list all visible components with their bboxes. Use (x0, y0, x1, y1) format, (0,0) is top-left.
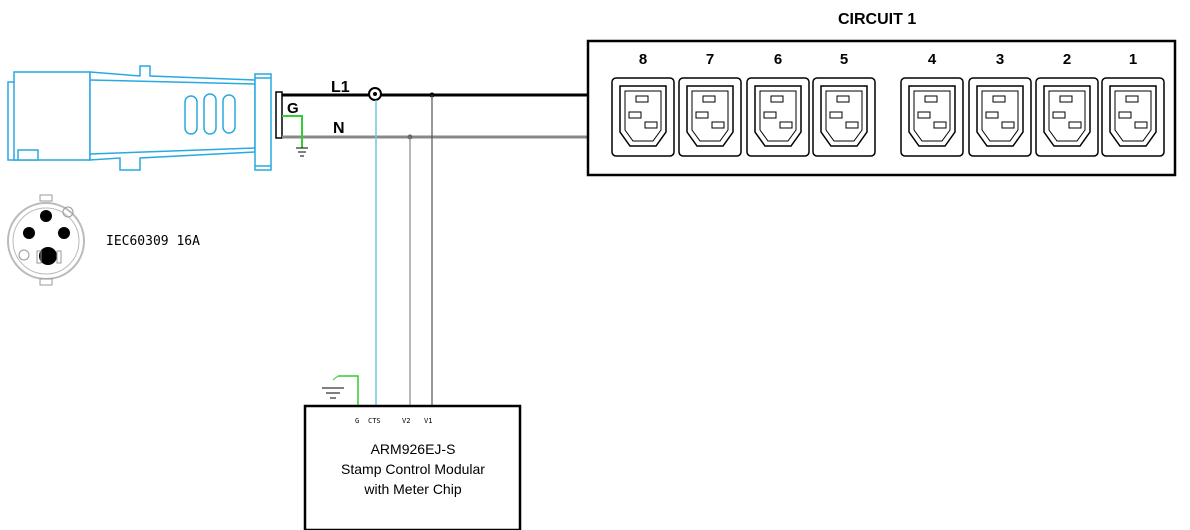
outlet-number-label: 8 (639, 51, 647, 68)
outlet-3: 3 (968, 51, 1032, 157)
socket-pin (933, 121, 947, 129)
socket-pin (985, 111, 999, 119)
module-ground-symbol-icon (322, 375, 344, 399)
socket-inner-outline (1048, 90, 1086, 142)
outlet-group: 8 7 6 5 4 3 2 1 (611, 51, 1165, 157)
c13-socket-icon (976, 85, 1024, 147)
socket-pin (702, 95, 716, 103)
control-module-box (303, 404, 522, 530)
outlet-number-label: 6 (774, 51, 782, 68)
socket-pin (836, 95, 850, 103)
socket-pin (711, 121, 725, 129)
socket-pin (695, 111, 709, 119)
socket-inner-outline (825, 90, 863, 142)
socket-pin (924, 95, 938, 103)
outlet-8: 8 (611, 51, 675, 157)
module-ground-wire (338, 375, 359, 408)
iec-plug-face-icon (7, 194, 85, 286)
c13-socket-icon (1109, 85, 1157, 147)
c13-socket-icon (686, 85, 734, 147)
wire-terminal (275, 91, 283, 139)
outlet-7: 7 (678, 51, 742, 157)
c13-socket-icon (754, 85, 802, 147)
socket-inner-outline (691, 90, 729, 142)
socket-pin (1068, 121, 1082, 129)
socket-inner-outline (759, 90, 797, 142)
outlet-number-label: 1 (1129, 51, 1137, 68)
outlet-5: 5 (812, 51, 876, 157)
socket-inner-outline (981, 90, 1019, 142)
socket-pin (1125, 95, 1139, 103)
outlet-6: 6 (746, 51, 810, 157)
outlet-4: 4 (900, 51, 964, 157)
socket-pin (917, 111, 931, 119)
socket-inner-outline (913, 90, 951, 142)
socket-pin (644, 121, 658, 129)
socket-pin (763, 111, 777, 119)
ground-symbol-icon (296, 147, 308, 157)
circuit-title: CIRCUIT 1 (838, 11, 916, 28)
socket-pin (779, 121, 793, 129)
outlet-1: 1 (1101, 51, 1165, 157)
outlet-number-label: 7 (706, 51, 714, 68)
socket-pin (1052, 111, 1066, 119)
pin-cts-label: CTS (368, 417, 381, 425)
pin-g-label: G (355, 417, 359, 425)
plug-label: IEC60309 16A (106, 234, 200, 249)
socket-pin (992, 95, 1006, 103)
c13-socket-icon (619, 85, 667, 147)
c13-socket-icon (908, 85, 956, 147)
module-line-3: with Meter Chip (363, 481, 461, 497)
socket-pin (829, 111, 843, 119)
pin-v2-label: V2 (402, 417, 410, 425)
socket-inner-outline (1114, 90, 1152, 142)
c13-socket-icon (1043, 85, 1091, 147)
outlet-number-label: 3 (996, 51, 1004, 68)
outlet-2: 2 (1035, 51, 1099, 157)
socket-pin (845, 121, 859, 129)
socket-pin (1059, 95, 1073, 103)
outlet-number-label: 4 (928, 51, 937, 68)
module-line-1: ARM926EJ-S (371, 441, 456, 457)
c13-socket-icon (820, 85, 868, 147)
socket-pin (635, 95, 649, 103)
outlet-number-label: 5 (840, 51, 848, 68)
line-label: L1 (331, 79, 350, 96)
socket-inner-outline (624, 90, 662, 142)
socket-pin (1118, 111, 1132, 119)
pin-v1-label: V1 (424, 417, 432, 425)
socket-pin (770, 95, 784, 103)
ground-wire (282, 115, 303, 148)
iec-plug-side-icon (7, 65, 272, 171)
outlet-number-label: 2 (1063, 51, 1071, 68)
module-line-2: Stamp Control Modular (341, 461, 485, 477)
socket-pin (628, 111, 642, 119)
socket-pin (1001, 121, 1015, 129)
neutral-label: N (333, 120, 345, 137)
current-transformer-icon (368, 87, 382, 101)
socket-pin (1134, 121, 1148, 129)
ground-label: G (287, 100, 299, 117)
